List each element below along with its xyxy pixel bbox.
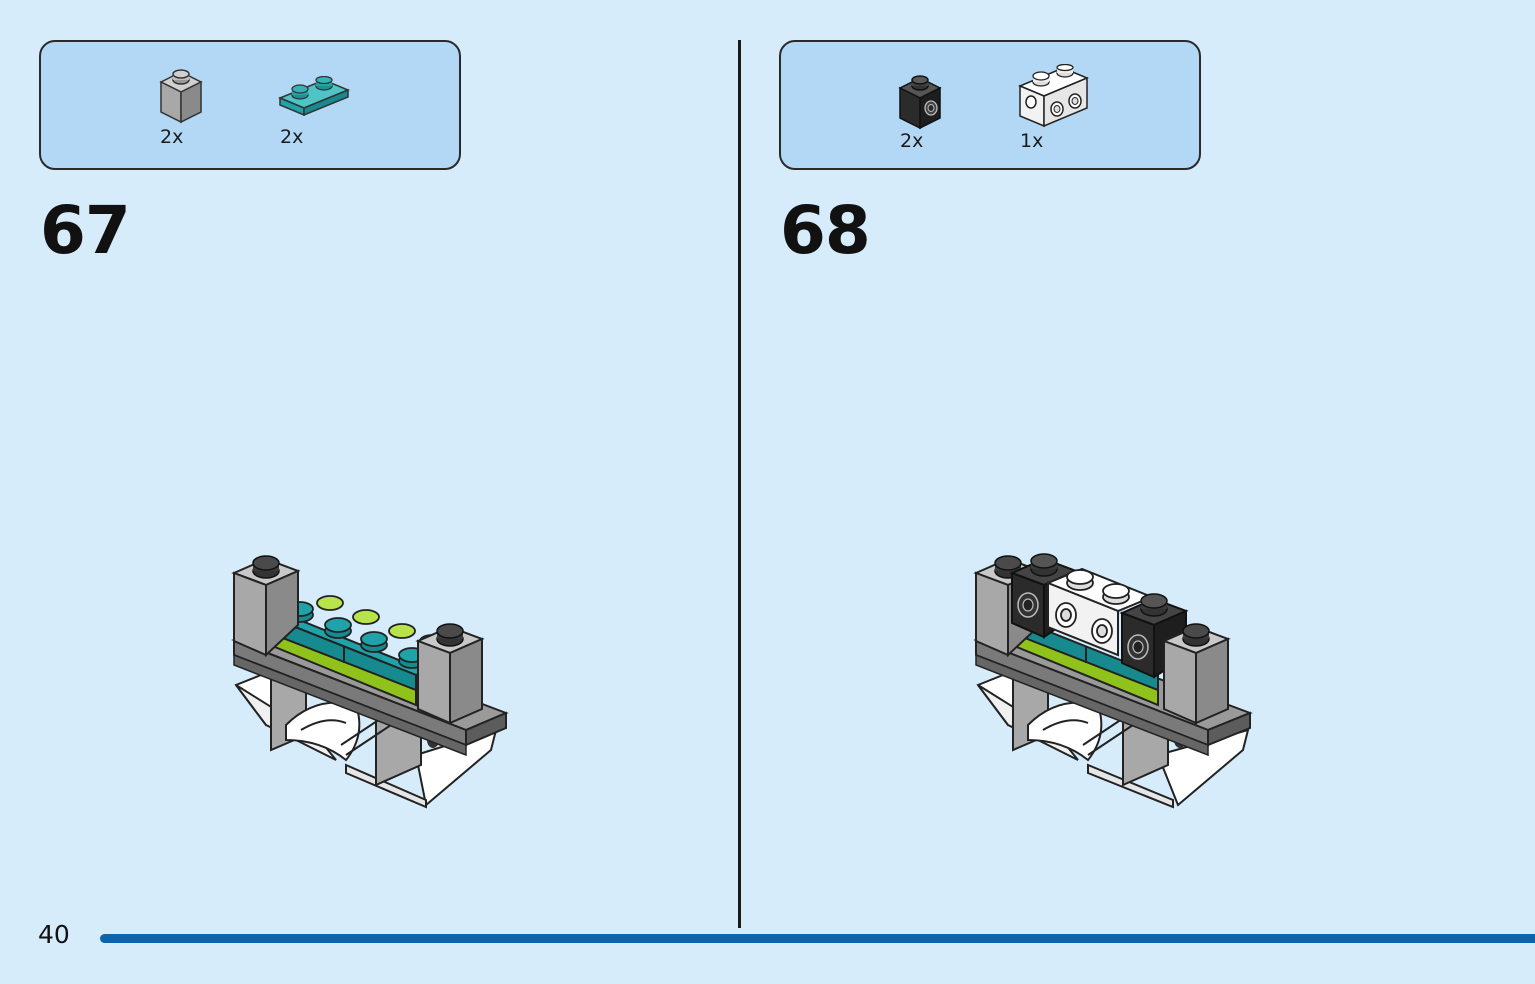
quantity-label: 2x	[280, 126, 304, 148]
model-assembly-step-67	[226, 545, 516, 819]
quantity-label: 2x	[900, 130, 924, 152]
parts-box-step-68: 2x 1x	[779, 40, 1201, 170]
black-brick-1x1-side-stud-icon	[897, 74, 945, 130]
page-number: 40	[38, 920, 70, 949]
gray-brick-1x1-icon	[158, 68, 204, 124]
teal-plate-1x2-icon	[278, 76, 350, 116]
page-divider	[738, 40, 741, 928]
parts-box-step-67: 2x 2x	[39, 40, 461, 170]
white-brick-1x2-side-studs-icon	[1017, 64, 1091, 130]
footer-bar	[100, 934, 1535, 943]
model-assembly-step-68	[968, 545, 1258, 819]
step-number: 67	[40, 192, 131, 269]
quantity-label: 1x	[1020, 130, 1044, 152]
step-number: 68	[780, 192, 871, 269]
quantity-label: 2x	[160, 126, 184, 148]
